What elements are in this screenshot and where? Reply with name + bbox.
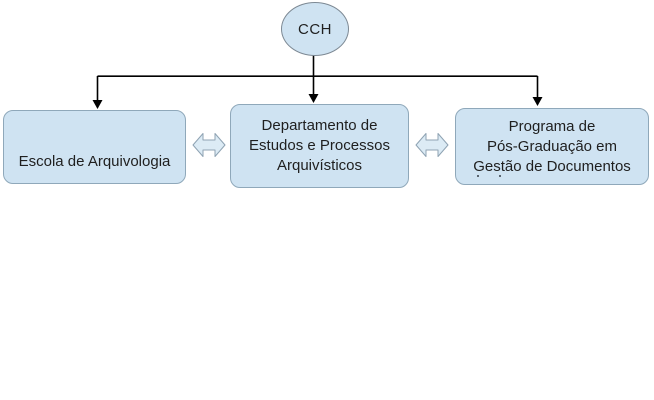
root-node-cch: CCH bbox=[281, 2, 349, 56]
double-arrow-shape bbox=[415, 133, 449, 157]
double-arrow-icon bbox=[192, 133, 226, 157]
node-programa-pos-graduacao: Programa de Pós-Graduação em Gestão de D… bbox=[455, 108, 649, 185]
node-departamento-estudos-processos: Departamento de Estudos e Processos Arqu… bbox=[230, 104, 409, 188]
double-arrow-icon bbox=[415, 133, 449, 157]
node-text-line: Estudos e Processos bbox=[249, 137, 390, 154]
node-text-line: Pós-Graduação em bbox=[486, 138, 618, 155]
root-node-label: CCH bbox=[298, 20, 332, 38]
node-text-line: Gestão de Documentos bbox=[473, 158, 631, 175]
double-arrow-shape bbox=[192, 133, 226, 157]
node-text-line: Programa de bbox=[508, 118, 596, 135]
node-text-line: Arquivísticos bbox=[276, 157, 363, 174]
arrowhead-down-icon bbox=[92, 100, 103, 109]
node-text-line: Escola de Arquivologia bbox=[18, 153, 171, 170]
clipped-text-artifact bbox=[499, 175, 501, 177]
node-escola-de-arquivologia: Escola de Arquivologia bbox=[3, 110, 186, 184]
arrowhead-down-icon bbox=[532, 97, 543, 106]
clipped-text-artifact bbox=[477, 175, 479, 177]
arrowhead-down-icon bbox=[308, 94, 319, 103]
node-text-line: Departamento de bbox=[261, 117, 378, 134]
